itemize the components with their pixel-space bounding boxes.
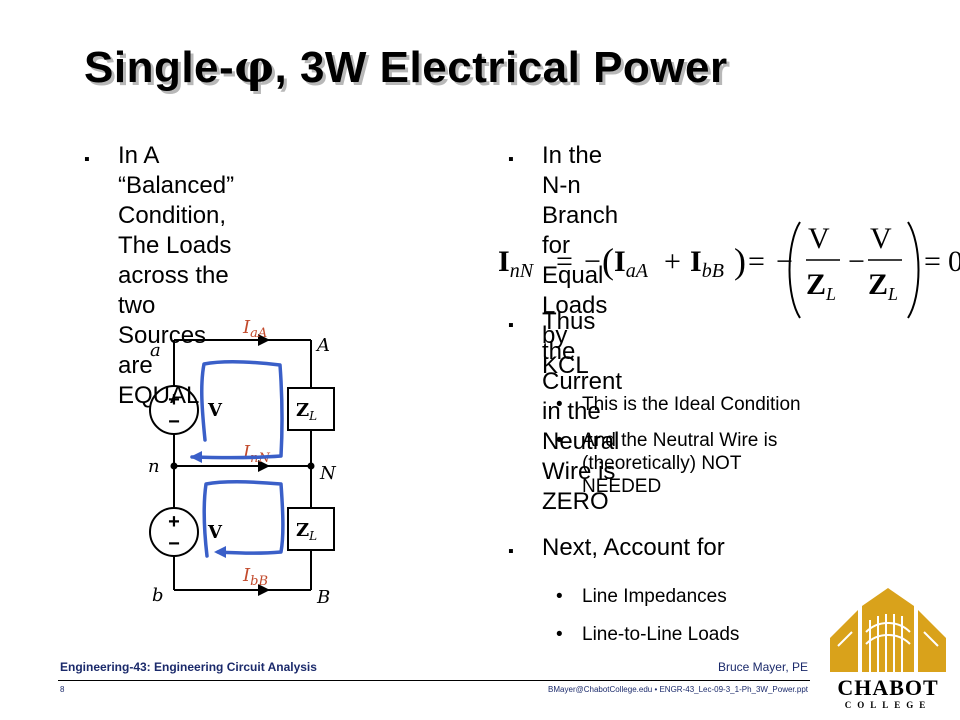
source-top-plus: + bbox=[168, 389, 180, 411]
bullet-marker: ▪ bbox=[508, 151, 514, 168]
source-bottom-plus: + bbox=[168, 511, 180, 533]
right-bullet-1-line-1: In the N-n Branch for bbox=[542, 142, 619, 259]
footer-divider bbox=[58, 680, 810, 681]
current-aA-label: IaA bbox=[242, 317, 267, 341]
svg-text:=: = bbox=[924, 245, 941, 278]
svg-text:+: + bbox=[664, 245, 681, 278]
chabot-logo-wordmark: CHABOT COLLEGE bbox=[818, 675, 958, 711]
sub-bullet-neutral-line-2: (theoretically) NOT bbox=[582, 453, 742, 474]
svg-text:−: − bbox=[848, 245, 865, 278]
chabot-logo-icon bbox=[830, 588, 946, 672]
svg-text:): ) bbox=[734, 241, 746, 281]
svg-text:0: 0 bbox=[948, 245, 960, 278]
source-bottom-minus: − bbox=[168, 533, 180, 555]
node-n-label: n bbox=[148, 456, 160, 477]
slide-title: Single-φ, 3W Electrical Power bbox=[84, 42, 728, 93]
loop-bottom-annotation bbox=[202, 479, 285, 558]
sub-bullet-neutral-line-1: And the Neutral Wire is bbox=[582, 430, 778, 451]
source-top-label: V bbox=[207, 400, 223, 421]
svg-text:V: V bbox=[808, 222, 830, 255]
svg-text:(: ( bbox=[602, 241, 614, 281]
footer-author: Bruce Mayer, PE bbox=[717, 660, 808, 674]
left-bullet-line-4: are EQUAL bbox=[118, 352, 200, 409]
node-N-label: N bbox=[319, 463, 337, 484]
sub-bullet-ideal-text: This is the Ideal Condition bbox=[582, 394, 801, 415]
load-top-label: ZL bbox=[296, 400, 317, 423]
current-bB-label: IbB bbox=[242, 565, 268, 589]
left-bullet-line-2: Condition, The Loads bbox=[118, 202, 232, 259]
source-bottom-label: V bbox=[207, 522, 223, 543]
svg-text:IbB: IbB bbox=[690, 245, 724, 282]
node-a-label: a bbox=[150, 340, 161, 361]
right-bullet-2-line-2: Neutral Wire is ZERO bbox=[542, 428, 620, 515]
sub-bullet-line-impedances-text: Line Impedances bbox=[582, 586, 727, 607]
footer-page-number: 8 bbox=[60, 685, 65, 694]
right-bullet-3-text: Next, Account for bbox=[542, 534, 725, 561]
right-bullet-2-line-1: Thus the Current in the bbox=[542, 308, 623, 425]
footer-email-file: BMayer@ChabotCollege.edu • ENGR-43_Lec-0… bbox=[548, 685, 808, 694]
logo-name: CHABOT bbox=[837, 675, 939, 700]
bullet-marker: ▪ bbox=[508, 317, 514, 334]
title-suffix: , 3W Electrical Power bbox=[274, 43, 728, 92]
node-A-label: A bbox=[315, 335, 330, 356]
svg-text:−: − bbox=[584, 245, 601, 278]
left-bullet-line-3: across the two Sources bbox=[118, 262, 229, 349]
node-B-label: B bbox=[316, 587, 330, 608]
logo-sub: COLLEGE bbox=[844, 700, 932, 710]
title-phi-symbol: φ bbox=[234, 42, 275, 93]
svg-text:IaA: IaA bbox=[614, 245, 649, 282]
node-b-label: b bbox=[152, 585, 164, 606]
source-top-minus: − bbox=[168, 411, 180, 433]
footer-course: Engineering-43: Engineering Circuit Anal… bbox=[60, 660, 317, 674]
svg-text:=: = bbox=[556, 245, 573, 278]
svg-text:V: V bbox=[870, 222, 892, 255]
sub-bullet-line-loads-text: Line-to-Line Loads bbox=[582, 624, 740, 645]
bullet-marker: ▪ bbox=[508, 543, 514, 560]
left-bullet-line-1: In A “Balanced” bbox=[118, 142, 235, 199]
svg-text:=: = bbox=[748, 245, 765, 278]
load-bottom-label: ZL bbox=[296, 520, 317, 543]
svg-text:InN: InN bbox=[498, 245, 535, 282]
svg-text:ZL: ZL bbox=[868, 268, 898, 304]
sub-bullet-neutral-line-3: NEEDED bbox=[582, 476, 662, 497]
title-prefix: Single- bbox=[84, 43, 235, 92]
bullet-marker: ▪ bbox=[84, 151, 90, 168]
svg-text:ZL: ZL bbox=[806, 268, 836, 304]
right-bullet-1-line-2: Equal Loads by KCL bbox=[542, 262, 608, 379]
loop-top-annotation bbox=[190, 360, 284, 460]
